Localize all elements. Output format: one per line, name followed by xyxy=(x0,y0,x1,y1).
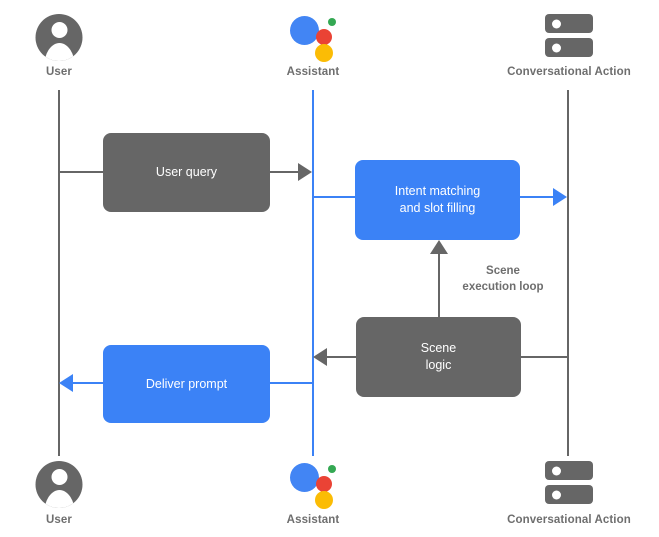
arrowhead-scene-logic-to-assistant xyxy=(313,348,327,366)
connector-intent-matching-to-conversational-action xyxy=(519,196,557,198)
connector-assistant-to-intent-matching xyxy=(312,196,358,198)
step-scene-logic-line2: logic xyxy=(425,358,452,372)
actor-label-user-top: User xyxy=(46,66,72,78)
annotation-scene-execution-loop: Scene execution loop xyxy=(462,264,543,295)
assistant-red-dot-icon xyxy=(316,29,332,45)
actor-label-assistant-top: Assistant xyxy=(286,66,340,78)
assistant-green-dot-icon xyxy=(328,18,336,26)
arrowhead-deliver-prompt-to-user xyxy=(59,374,73,392)
step-scene-logic: Scene logic xyxy=(356,317,521,397)
assistant-red-dot-icon xyxy=(316,476,332,492)
connector-scene-logic-to-assistant xyxy=(326,356,358,358)
assistant-yellow-dot-icon xyxy=(315,491,333,509)
server-icon xyxy=(545,461,593,506)
lifeline-assistant xyxy=(312,90,314,456)
actor-label-user-bottom: User xyxy=(46,514,72,526)
step-scene-logic-line1: Scene xyxy=(420,341,457,356)
step-intent-matching-line2: and slot filling xyxy=(399,201,476,215)
connector-user-query-to-assistant xyxy=(269,171,301,173)
actor-label-conversational-action-bottom: Conversational Action xyxy=(507,514,631,526)
actor-label-conversational-action-top: Conversational Action xyxy=(507,66,631,78)
user-icon xyxy=(35,461,83,508)
step-intent-matching: Intent matching and slot filling xyxy=(355,160,520,240)
lifeline-user xyxy=(58,90,60,456)
connector-scene-logic-to-intent-matching xyxy=(438,250,440,318)
arrowhead-intent-matching-to-conversational-action xyxy=(553,188,567,206)
assistant-blue-dot-icon xyxy=(290,463,319,492)
step-user-query: User query xyxy=(103,133,270,212)
actor-label-assistant-bottom: Assistant xyxy=(286,514,340,526)
arrowhead-scene-logic-to-intent-matching xyxy=(430,240,448,254)
connector-user-to-user-query xyxy=(58,171,106,173)
step-intent-matching-line1: Intent matching xyxy=(394,184,481,199)
assistant-green-dot-icon xyxy=(328,465,336,473)
annotation-scene-execution-loop-line2: execution loop xyxy=(462,280,544,293)
lifeline-conversational-action xyxy=(567,90,569,456)
user-icon xyxy=(35,14,83,61)
server-icon xyxy=(545,14,593,59)
assistant-blue-dot-icon xyxy=(290,16,319,45)
connector-assistant-to-deliver-prompt xyxy=(269,382,314,384)
arrowhead-user-query-to-assistant xyxy=(298,163,312,181)
assistant-icon xyxy=(290,12,336,62)
annotation-scene-execution-loop-line1: Scene xyxy=(486,265,520,277)
connector-conversational-action-to-scene-logic xyxy=(520,356,568,358)
connector-deliver-prompt-to-user xyxy=(72,382,104,384)
assistant-icon xyxy=(290,459,336,509)
assistant-yellow-dot-icon xyxy=(315,44,333,62)
step-deliver-prompt: Deliver prompt xyxy=(103,345,270,423)
